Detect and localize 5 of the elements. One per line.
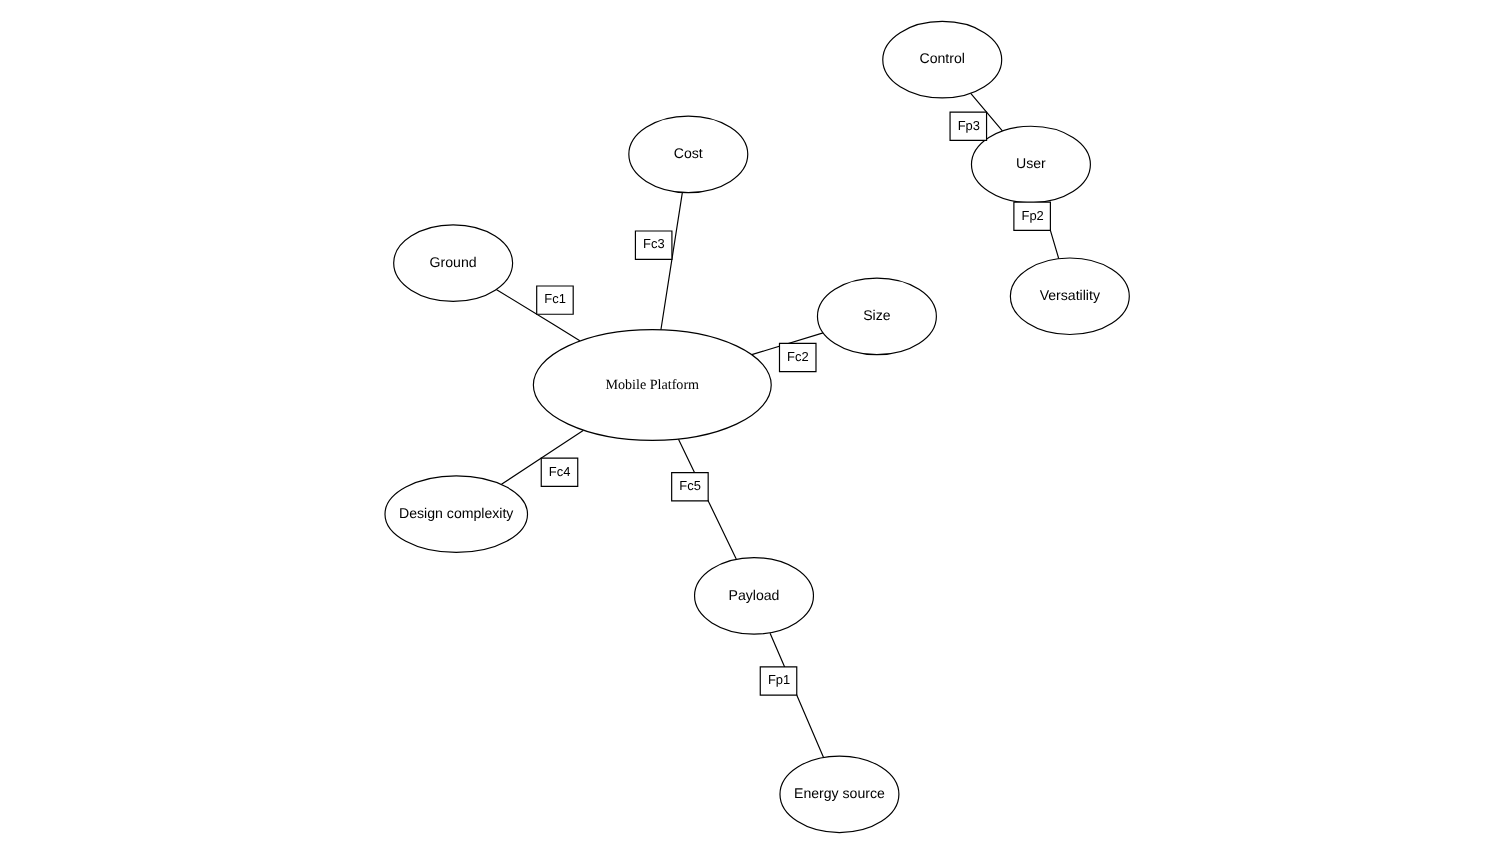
connector [750, 332, 823, 356]
connector [659, 192, 682, 331]
connector [676, 438, 736, 560]
connector [969, 92, 1002, 132]
connector [768, 632, 824, 758]
